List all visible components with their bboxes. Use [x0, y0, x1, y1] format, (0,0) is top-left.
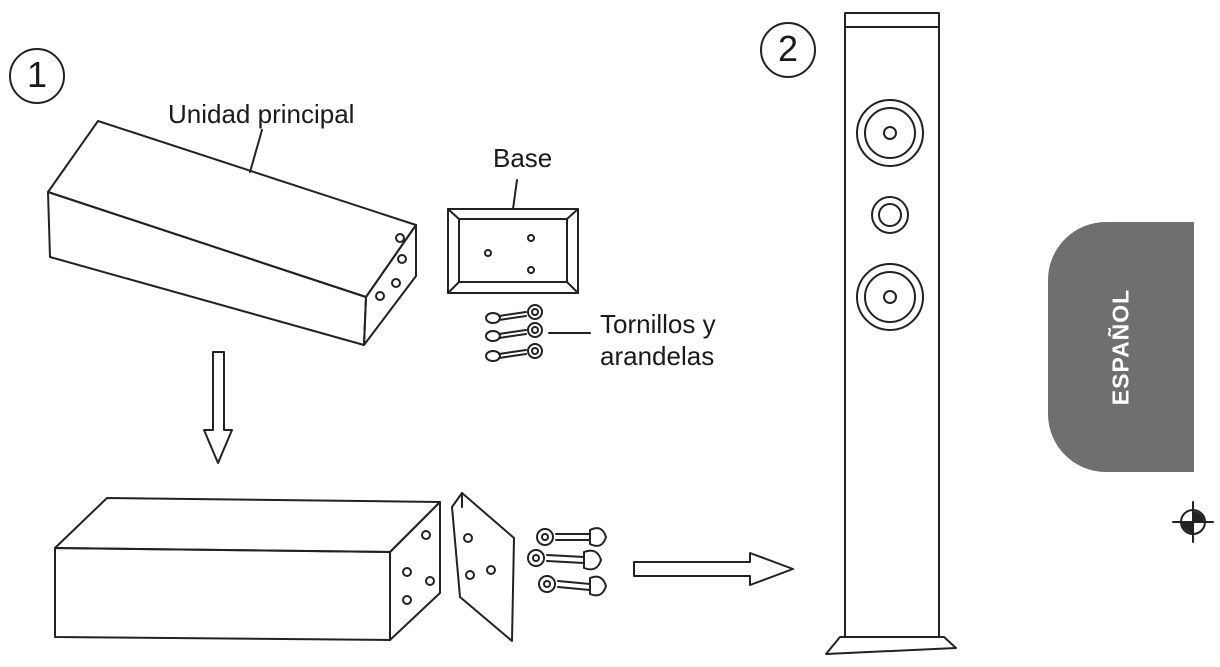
registration-mark-fill [1182, 511, 1204, 533]
language-tab: ESPAÑOL [1048, 222, 1194, 472]
screws-washers-bottom [527, 527, 607, 597]
base-plate-side-drawing [451, 492, 515, 642]
step2-number: 2 [778, 28, 799, 69]
main-unit-bottom-drawing [54, 497, 441, 641]
step1-number: 1 [27, 54, 48, 95]
base-drawing [447, 179, 579, 294]
label-main-unit: Unidad principal [168, 99, 355, 129]
language-tab-label: ESPAÑOL [1107, 288, 1134, 406]
screws-washers-top [485, 304, 591, 362]
label-screws-line2: arandelas [600, 341, 715, 371]
step1-circle [9, 48, 65, 104]
step2-circle [760, 22, 816, 78]
tower-speaker-drawing [825, 12, 957, 655]
main-unit-drawing [47, 120, 417, 346]
label-screws-line1: Tornillos y [600, 309, 716, 339]
right-arrow-icon [633, 552, 794, 586]
label-base: Base [493, 143, 553, 173]
down-arrow-icon [203, 351, 233, 464]
